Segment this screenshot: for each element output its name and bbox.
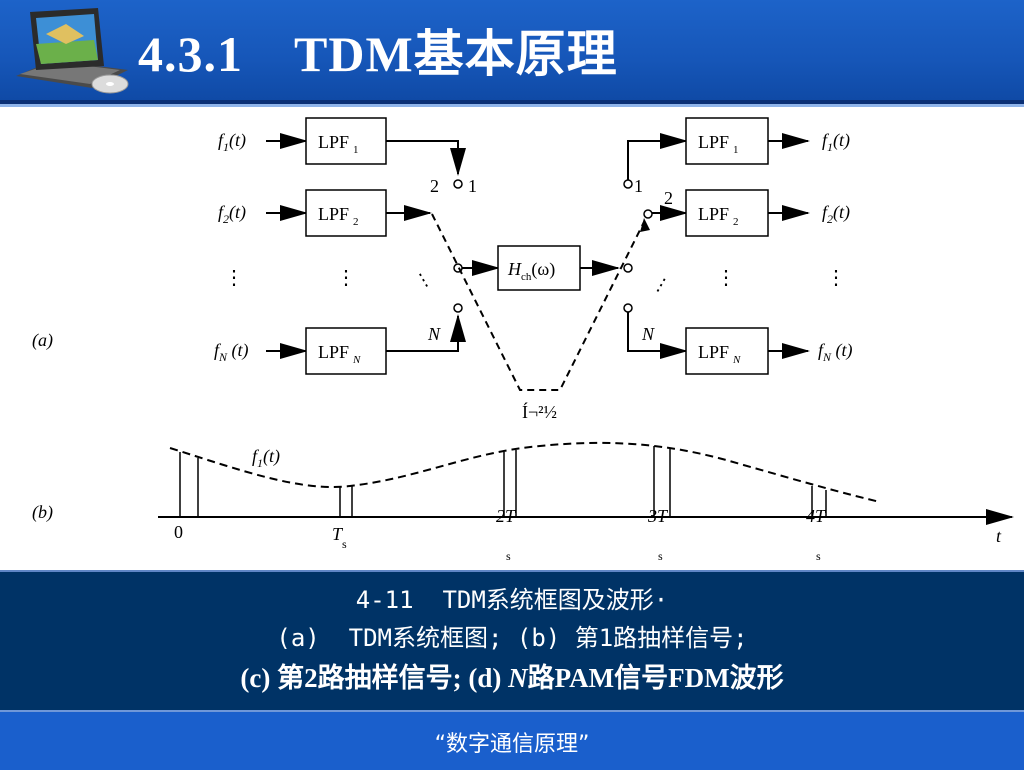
- slide-header: [0, 0, 1024, 100]
- svg-text:⋮: ⋮: [336, 267, 356, 289]
- svg-text:f2(t): f2(t): [218, 202, 246, 226]
- svg-text:2T: 2T: [496, 506, 517, 526]
- svg-text:Hch(ω): Hch(ω): [507, 259, 555, 283]
- input-f2: f2(t): [218, 202, 246, 226]
- svg-text:0: 0: [174, 522, 183, 542]
- sync-label: Í¬²½: [522, 401, 557, 422]
- input-f1: f1(t): [218, 130, 246, 154]
- svg-text:4T: 4T: [806, 506, 827, 526]
- caption-line-1: 4-11 TDM系统框图及波形·: [355, 586, 669, 614]
- svg-text:s: s: [816, 549, 821, 563]
- header-divider: [0, 100, 1024, 104]
- slide-footer: “数字通信原理”: [0, 710, 1024, 770]
- svg-text:N: N: [641, 324, 655, 344]
- svg-text:f1(t): f1(t): [252, 446, 280, 470]
- ellipsis-dots: ⋮ ⋮ ⋮ ⋮: [224, 267, 846, 289]
- output-fN: fN (t): [818, 340, 853, 364]
- svg-text:3T: 3T: [647, 506, 669, 526]
- svg-text:t: t: [996, 526, 1002, 546]
- svg-text:1: 1: [634, 176, 643, 196]
- header-divider-light: [0, 104, 1024, 107]
- svg-text:f1(t): f1(t): [822, 130, 850, 154]
- svg-text:⋮: ⋮: [649, 272, 675, 298]
- svg-text:f1(t): f1(t): [218, 130, 246, 154]
- label-b: (b): [32, 502, 53, 523]
- tick-labels: 0 T s 2T s 3T s 4T s t: [174, 506, 1002, 563]
- label-a: (a): [32, 330, 53, 351]
- svg-text:s: s: [658, 549, 663, 563]
- svg-text:s: s: [506, 549, 511, 563]
- svg-text:fN (t): fN (t): [818, 340, 853, 364]
- figure-caption: 4-11 TDM系统框图及波形· (a) TDM系统框图; (b) 第1路抽样信…: [0, 570, 1024, 710]
- caption-line-2: (a) TDM系统框图; (b) 第1路抽样信号;: [276, 624, 748, 652]
- sync-link: [431, 213, 645, 391]
- svg-text:⋮: ⋮: [224, 267, 244, 289]
- svg-text:fN (t): fN (t): [214, 340, 249, 364]
- svg-text:s: s: [342, 537, 347, 551]
- footer-title: “数字通信原理”: [434, 732, 590, 757]
- output-f2: f2(t): [822, 202, 850, 226]
- output-f1: f1(t): [822, 130, 850, 154]
- laptop-cd-icon: [16, 8, 129, 94]
- f1-waveform: [169, 441, 881, 503]
- signal-label: f1(t): [252, 446, 280, 470]
- caption-line-3: (c) 第2路抽样信号; (d) N路PAM信号FDM波形: [240, 663, 784, 693]
- input-fN: fN (t): [214, 340, 249, 364]
- svg-text:T: T: [332, 524, 344, 544]
- channel-box: Hch(ω): [497, 245, 581, 291]
- svg-text:⋮: ⋮: [716, 267, 736, 289]
- svg-text:N: N: [427, 324, 441, 344]
- svg-text:⋮: ⋮: [411, 267, 437, 293]
- svg-text:⋮: ⋮: [826, 267, 846, 289]
- sample-pulses: [179, 446, 827, 517]
- svg-text:f2(t): f2(t): [822, 202, 850, 226]
- svg-text:2: 2: [664, 188, 673, 208]
- svg-text:2: 2: [430, 176, 439, 196]
- svg-text:1: 1: [468, 176, 477, 196]
- page-title: 4.3.1 TDM基本原理: [138, 26, 618, 82]
